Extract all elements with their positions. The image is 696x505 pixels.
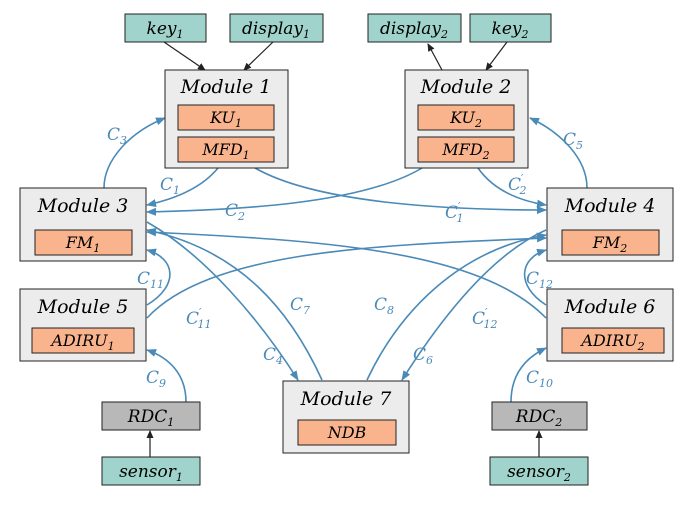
module-4: Module 4 FM2 <box>546 187 674 262</box>
arrow-c8 <box>366 232 547 381</box>
module-6-title: Module 6 <box>564 296 656 318</box>
mfd2-label: MFD2 <box>441 140 489 162</box>
arrow-c1 <box>146 167 219 207</box>
rdc2-label: RDC2 <box>515 407 562 429</box>
arrow-c5 <box>529 117 588 189</box>
display1-box <box>229 13 324 43</box>
ndb-box <box>297 419 397 446</box>
label-c11: C11 <box>137 269 164 291</box>
module-2-title: Module 2 <box>420 76 512 98</box>
arrow-c2p <box>477 167 547 208</box>
fm1-box <box>34 229 133 256</box>
module-1-title: Module 1 <box>180 76 272 98</box>
display2-label: display2 <box>380 19 448 41</box>
arrow-c2 <box>146 167 423 216</box>
module-3: Module 3 FM1 <box>19 187 147 262</box>
adiru2-box <box>561 327 665 354</box>
display2-box <box>367 13 462 43</box>
rdc2-box <box>491 401 588 431</box>
rdc1-label: RDC1 <box>127 407 174 429</box>
label-c2: C2 <box>225 201 245 223</box>
arrow-key1-m1 <box>163 41 206 71</box>
channel-arrows <box>103 117 588 403</box>
channel-labels: C1 C′1 C2 C′2 C3 C4 C5 C6 C7 C8 C9 C10 C… <box>107 125 583 390</box>
arrow-m1-display1 <box>243 41 274 71</box>
ndb-label: NDB <box>327 423 367 442</box>
sensor1-box <box>101 456 201 486</box>
label-c6: C6 <box>413 345 433 367</box>
sensor2-box <box>489 456 589 486</box>
label-c7: C7 <box>290 295 310 317</box>
arrow-c11p <box>146 234 547 319</box>
arrow-c9 <box>146 349 187 403</box>
label-c3: C3 <box>107 125 127 147</box>
ku1-box <box>177 104 275 131</box>
module-3-title: Module 3 <box>37 195 129 217</box>
arrow-c6 <box>401 229 547 381</box>
module-7: Module 7 NDB <box>282 380 410 454</box>
io-boxes: key1 display1 display2 key2 RDC1 RDC2 se… <box>101 13 589 486</box>
fm2-box <box>561 229 660 256</box>
sensor1-label: sensor1 <box>119 462 183 484</box>
rdc1-box <box>101 401 201 431</box>
label-c1: C1 <box>160 175 180 197</box>
mfd2-box <box>417 136 515 163</box>
arrow-c7 <box>146 227 323 381</box>
ku1-label: KU1 <box>209 108 242 130</box>
arrow-c12p <box>146 228 547 319</box>
module-7-title: Module 7 <box>300 388 393 410</box>
module-2: Module 2 KU2 MFD2 <box>404 69 529 169</box>
module-5-title: Module 5 <box>37 296 129 318</box>
mfd1-box <box>177 136 275 163</box>
arrow-key2-m2 <box>485 41 508 71</box>
module-6: Module 6 ADIRU2 <box>546 288 674 362</box>
key1-box <box>124 13 207 43</box>
arrow-c10 <box>510 347 547 403</box>
arrow-c11 <box>146 248 171 306</box>
module-1: Module 1 KU1 MFD1 <box>164 69 289 169</box>
adiru1-box <box>31 327 135 354</box>
label-c12: C12 <box>526 269 553 291</box>
module-4-title: Module 4 <box>564 195 656 217</box>
fm2-label: FM2 <box>592 233 627 255</box>
module-5: Module 5 ADIRU1 <box>19 288 147 362</box>
display1-label: display1 <box>242 19 310 41</box>
label-c1p: C′1 <box>445 200 464 225</box>
label-c8: C8 <box>374 295 394 317</box>
adiru1-label: ADIRU1 <box>49 331 114 353</box>
arrow-c1p <box>254 167 547 214</box>
label-c2p: C′2 <box>508 172 527 197</box>
io-arrows <box>146 41 543 457</box>
ku2-box <box>417 104 515 131</box>
label-c9: C9 <box>146 368 166 390</box>
label-c5: C5 <box>563 130 583 152</box>
fm1-label: FM1 <box>65 233 100 255</box>
adiru2-label: ADIRU2 <box>579 331 644 353</box>
sensor2-label: sensor2 <box>507 462 571 484</box>
arrow-c12 <box>523 248 547 306</box>
arrow-c3 <box>103 117 166 189</box>
ku2-label: KU2 <box>449 108 482 130</box>
key2-label: key2 <box>492 19 529 41</box>
mfd1-label: MFD1 <box>201 140 249 162</box>
label-c11p: C′11 <box>186 306 212 331</box>
label-c12p: C′12 <box>472 306 498 331</box>
label-c10: C10 <box>526 368 553 390</box>
key2-box <box>469 13 552 43</box>
arrow-m2-display2 <box>427 43 443 71</box>
label-c4: C4 <box>263 345 283 367</box>
key1-label: key1 <box>147 19 184 41</box>
